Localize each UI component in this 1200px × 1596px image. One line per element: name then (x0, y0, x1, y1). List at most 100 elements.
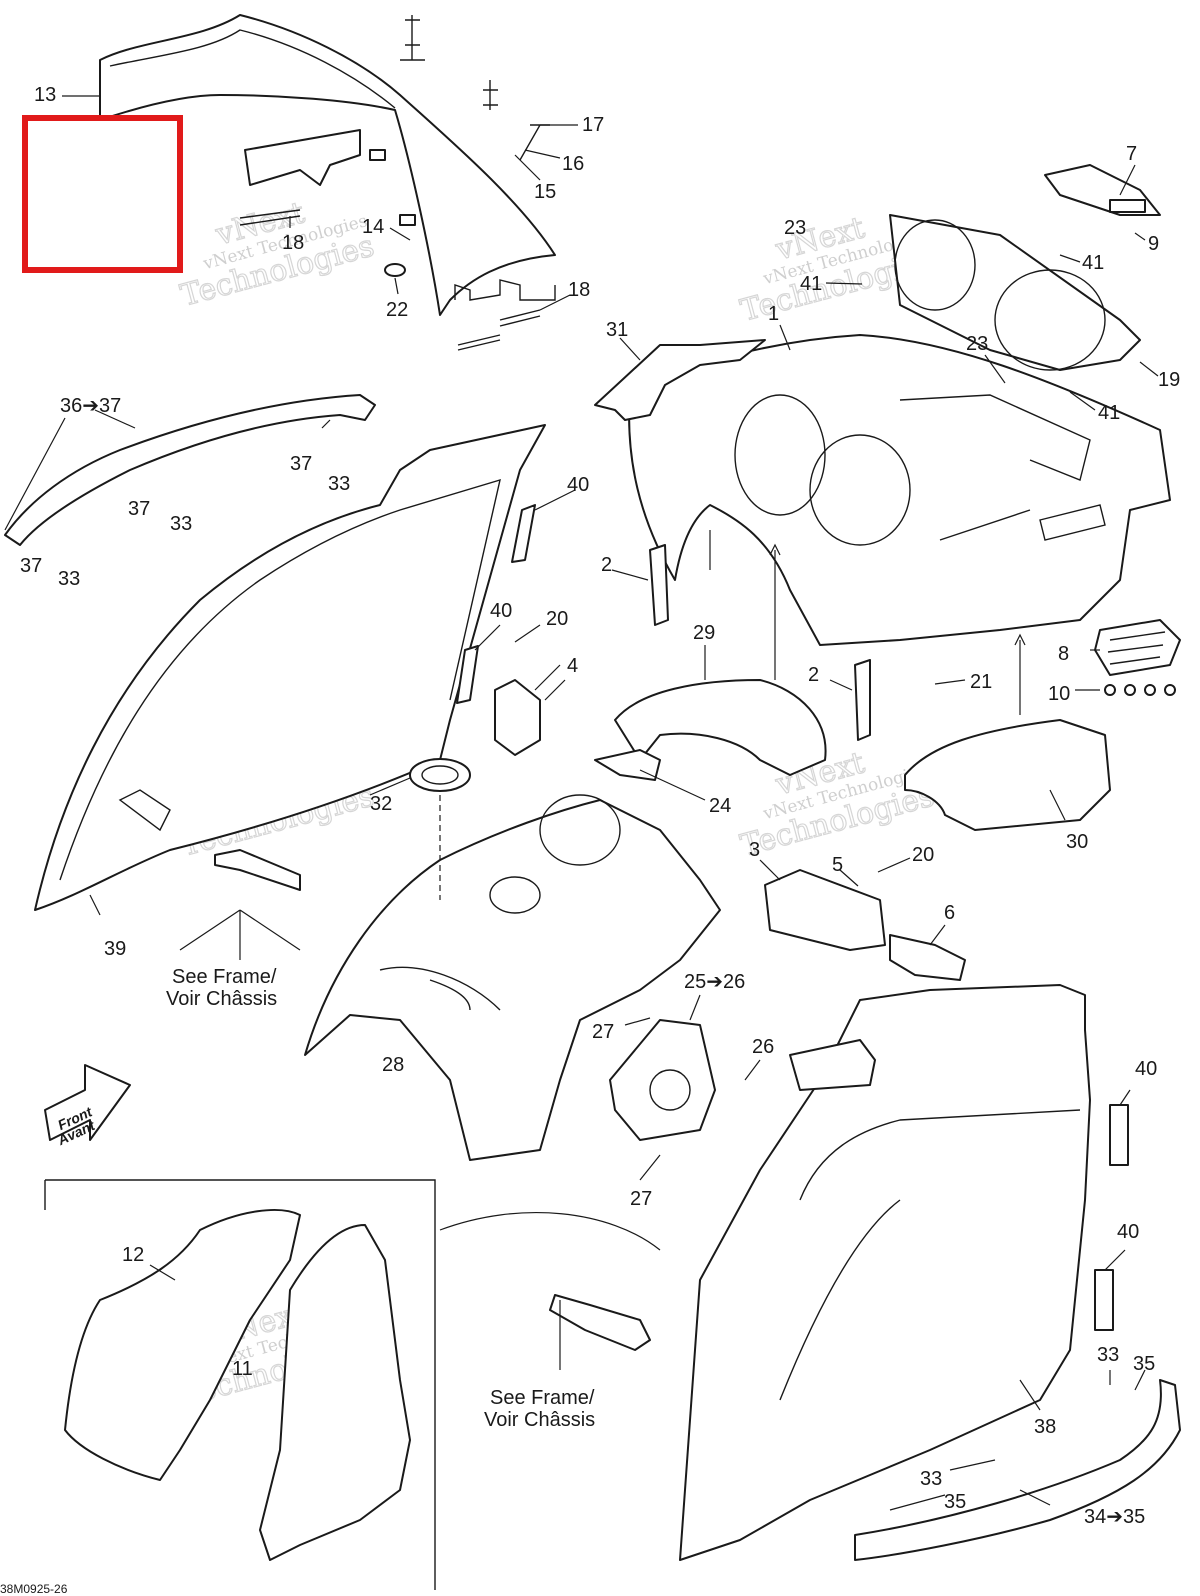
callout-21[interactable]: 21 (970, 671, 992, 693)
part-24-clip[interactable] (594, 749, 661, 781)
callout-33e[interactable]: 33 (920, 1468, 942, 1490)
callout-41a[interactable]: 41 (1082, 252, 1104, 274)
part-2-bracket-b[interactable] (854, 659, 871, 741)
callout-35a[interactable]: 35 (1133, 1353, 1155, 1375)
bottom-latch-pin[interactable] (549, 1294, 651, 1351)
voir-chassis-note-top: Voir Châssis (166, 988, 277, 1010)
front-arrow: Front Avant (44, 1064, 131, 1149)
diagram-code: 38M0925-26 (0, 1582, 68, 1596)
part-19-gauge-bezel[interactable] (889, 214, 1141, 371)
part-30-glovebox-lid[interactable] (904, 719, 1111, 831)
part-4-bracket[interactable] (494, 679, 541, 756)
callout-2b[interactable]: 2 (808, 664, 819, 686)
callout-25[interactable]: 25➔26 (684, 971, 745, 993)
callout-23a[interactable]: 23 (784, 217, 806, 239)
part-8-vent[interactable] (1094, 619, 1181, 676)
part-28-center-console[interactable] (304, 794, 721, 1161)
callout-18b[interactable]: 18 (568, 279, 590, 301)
callout-41c[interactable]: 41 (1098, 402, 1120, 424)
assembly-lines (179, 530, 1026, 1370)
callout-35b[interactable]: 35 (944, 1491, 966, 1513)
callout-18a[interactable]: 18 (282, 232, 304, 254)
callout-40a[interactable]: 40 (567, 474, 589, 496)
highlight-box (22, 115, 183, 273)
callout-37c[interactable]: 37 (20, 555, 42, 577)
callout-33b[interactable]: 33 (170, 513, 192, 535)
callout-41b[interactable]: 41 (800, 273, 822, 295)
callout-31[interactable]: 31 (606, 319, 628, 341)
grommet-22 (384, 263, 406, 277)
callout-7[interactable]: 7 (1126, 143, 1137, 165)
callout-36[interactable]: 36➔37 (60, 395, 121, 417)
callout-5[interactable]: 5 (832, 854, 843, 876)
part-12-pad[interactable] (64, 1209, 301, 1481)
part-40-strip-c[interactable] (1109, 1104, 1129, 1166)
callout-34[interactable]: 34➔35 (1084, 1506, 1145, 1528)
callout-24[interactable]: 24 (709, 795, 731, 817)
callout-29[interactable]: 29 (693, 622, 715, 644)
part-2-bracket-a[interactable] (649, 544, 669, 626)
callout-2a[interactable]: 2 (601, 554, 612, 576)
callout-27a[interactable]: 27 (592, 1021, 614, 1043)
part-29-glovebox-liner[interactable] (614, 679, 827, 776)
see-frame-note-bottom: See Frame/ (490, 1387, 595, 1409)
callout-19[interactable]: 19 (1158, 369, 1180, 391)
callout-27b[interactable]: 27 (630, 1188, 652, 1210)
callout-37a[interactable]: 37 (290, 453, 312, 475)
part-7-emblem[interactable] (1044, 164, 1161, 216)
part-11-pad[interactable] (259, 1224, 411, 1561)
callout-26[interactable]: 26 (752, 1036, 774, 1058)
callout-37b[interactable]: 37 (128, 498, 150, 520)
callout-9[interactable]: 9 (1148, 233, 1159, 255)
callout-28[interactable]: 28 (382, 1054, 404, 1076)
part-32-grommet[interactable] (409, 758, 471, 792)
callout-20b[interactable]: 20 (912, 844, 934, 866)
callout-16[interactable]: 16 (562, 153, 584, 175)
callout-33d[interactable]: 33 (1097, 1344, 1119, 1366)
windshield-hardware (239, 15, 550, 351)
callout-33a[interactable]: 33 (328, 473, 350, 495)
part-39-left-side-panel[interactable] (34, 424, 546, 911)
callout-40b[interactable]: 40 (490, 600, 512, 622)
callout-6[interactable]: 6 (944, 902, 955, 924)
part-31-side-trim[interactable] (594, 339, 766, 421)
callout-13[interactable]: 13 (34, 84, 56, 106)
see-frame-note-top: See Frame/ (172, 966, 277, 988)
callout-40c[interactable]: 40 (1135, 1058, 1157, 1080)
part-40-strip-b[interactable] (456, 645, 479, 704)
callout-32[interactable]: 32 (370, 793, 392, 815)
callout-8[interactable]: 8 (1058, 643, 1069, 665)
callout-22[interactable]: 22 (386, 299, 408, 321)
callouts: 13 17 16 15 14 18 18 22 7 9 23 41 41 23 … (0, 84, 1180, 1596)
callout-30[interactable]: 30 (1066, 831, 1088, 853)
callout-1[interactable]: 1 (768, 303, 779, 325)
callout-10[interactable]: 10 (1048, 683, 1070, 705)
callout-15[interactable]: 15 (534, 181, 556, 203)
part-40-strip-d[interactable] (1094, 1269, 1114, 1331)
callout-4[interactable]: 4 (567, 655, 578, 677)
part-36-rail[interactable] (4, 394, 376, 546)
callout-12[interactable]: 12 (122, 1244, 144, 1266)
callout-20a[interactable]: 20 (546, 608, 568, 630)
part-1-dashboard[interactable] (628, 334, 1171, 646)
part-6-plate[interactable] (889, 934, 966, 981)
callout-17[interactable]: 17 (582, 114, 604, 136)
latch-pin[interactable] (214, 849, 301, 891)
callout-14[interactable]: 14 (362, 216, 384, 238)
callout-38[interactable]: 38 (1034, 1416, 1056, 1438)
leader-lines (4, 95, 1159, 1511)
callout-23b[interactable]: 23 (966, 333, 988, 355)
part-38-right-side-panel[interactable] (679, 984, 1091, 1561)
part-13-windshield[interactable] (99, 14, 556, 316)
callout-39[interactable]: 39 (104, 938, 126, 960)
callout-11[interactable]: 11 (232, 1358, 253, 1380)
voir-chassis-note-bottom: Voir Châssis (484, 1409, 595, 1431)
part-3-bracket[interactable] (764, 869, 886, 951)
callout-40d[interactable]: 40 (1117, 1221, 1139, 1243)
part-34-rail[interactable] (854, 1379, 1181, 1561)
callout-3[interactable]: 3 (749, 839, 760, 861)
callout-33c[interactable]: 33 (58, 568, 80, 590)
part-25-cup-holder[interactable] (609, 1019, 716, 1141)
part-40-strip-a[interactable] (511, 504, 536, 563)
